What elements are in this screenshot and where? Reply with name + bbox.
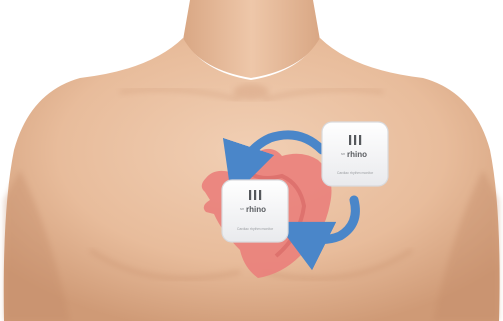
device-caption: Cardiac rhythm monitor bbox=[237, 227, 274, 231]
device-caption: Cardiac rhythm monitor bbox=[337, 171, 374, 175]
device-brand: rhino bbox=[347, 150, 367, 159]
monitor-patch: sn rhino Cardiac rhythm monitor bbox=[322, 122, 388, 186]
device-bars-icon bbox=[349, 135, 361, 145]
monitor-patch: sn rhino Cardiac rhythm monitor bbox=[222, 180, 288, 242]
device-bars-icon bbox=[249, 190, 261, 200]
device-brand-prefix: sn bbox=[240, 206, 244, 211]
device-brand: rhino bbox=[246, 205, 266, 214]
device-brand-prefix: sn bbox=[341, 151, 345, 156]
